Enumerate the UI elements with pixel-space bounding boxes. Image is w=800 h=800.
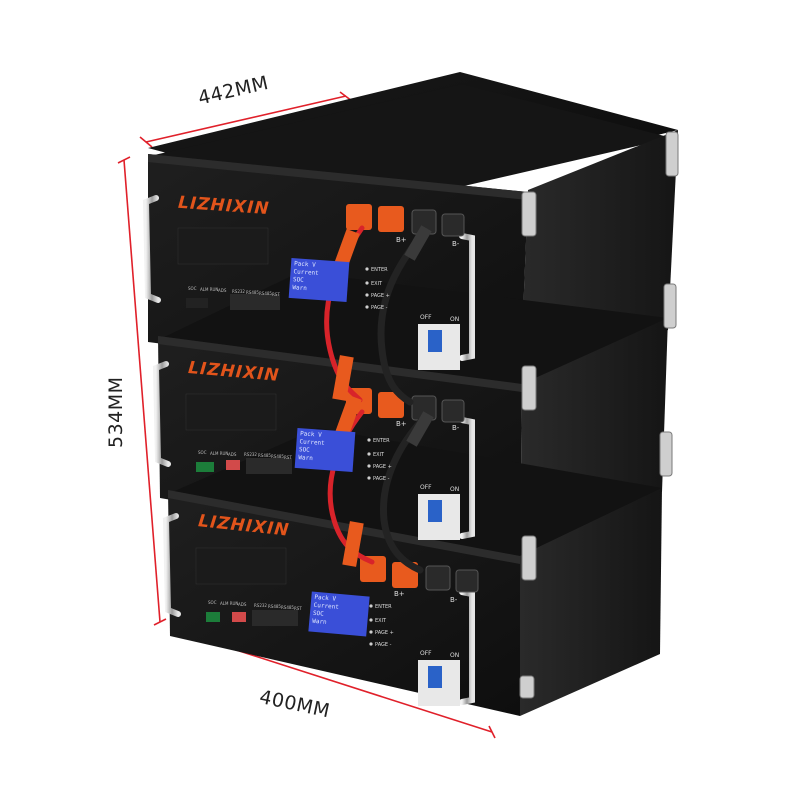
port-label: RST bbox=[294, 606, 302, 611]
side-latches bbox=[519, 131, 679, 699]
port-label: RS232 bbox=[254, 603, 267, 608]
port-label: ALM RUN bbox=[220, 601, 239, 606]
port-label: ADS bbox=[238, 602, 247, 607]
switch-off-label: OFF bbox=[420, 484, 432, 491]
height-dimension-label: 534MM bbox=[105, 376, 127, 448]
port-label: RS485 bbox=[259, 291, 272, 296]
port-label: SOC bbox=[188, 286, 197, 291]
switch-off-label: OFF bbox=[420, 314, 432, 321]
port-label: RS485 bbox=[271, 454, 284, 459]
right-handles bbox=[459, 233, 475, 705]
enter-key-label: ENTER bbox=[373, 438, 390, 444]
port-label: RS232 bbox=[232, 289, 245, 294]
switch-on-label: ON bbox=[450, 316, 460, 323]
page-up-key-label: PAGE + bbox=[373, 464, 392, 470]
switch-off-label: OFF bbox=[420, 650, 432, 657]
port-label: RS485 bbox=[268, 604, 281, 609]
port-label: SOC bbox=[198, 450, 207, 455]
switch-on-label: ON bbox=[450, 486, 460, 493]
port-label: RST bbox=[284, 455, 292, 460]
port-label: ADS bbox=[218, 288, 227, 293]
port-label: RS232 bbox=[244, 452, 257, 457]
lcd-display-bottom: Pack V Current SOC Warn bbox=[308, 591, 370, 637]
port-label: RS485 bbox=[246, 290, 259, 295]
terminal-positive-label: B+ bbox=[396, 236, 407, 244]
exit-key-label: EXIT bbox=[371, 281, 383, 287]
panel-details bbox=[177, 227, 298, 626]
breaker-switches bbox=[418, 324, 460, 706]
key-dots bbox=[365, 267, 373, 646]
left-handles bbox=[142, 195, 181, 617]
height-dimension-line bbox=[123, 159, 161, 623]
terminal-positive-label: B+ bbox=[394, 590, 405, 598]
port-label: RS485 bbox=[281, 605, 294, 610]
port-label: SOC bbox=[208, 600, 217, 605]
page-down-key-label: PAGE - bbox=[371, 305, 388, 311]
enter-key-label: ENTER bbox=[371, 267, 388, 273]
exit-key-label: EXIT bbox=[373, 452, 385, 458]
port-label: RS485 bbox=[258, 453, 271, 458]
terminal-negative-label: B- bbox=[452, 424, 460, 432]
page-up-key-label: PAGE + bbox=[375, 630, 394, 636]
page-down-key-label: PAGE - bbox=[375, 642, 392, 648]
page-down-key-label: PAGE - bbox=[373, 476, 390, 482]
lcd-display-top: Pack V Current SOC Warn bbox=[288, 258, 350, 302]
lcd-display-middle: Pack V Current SOC Warn bbox=[294, 428, 356, 472]
page-up-key-label: PAGE + bbox=[371, 293, 390, 299]
port-label: RST bbox=[272, 292, 280, 297]
enter-key-label: ENTER bbox=[375, 604, 392, 610]
switch-on-label: ON bbox=[450, 652, 460, 659]
port-label: ALM RUN bbox=[200, 287, 219, 292]
port-label: ADS bbox=[228, 452, 237, 457]
terminal-negative-label: B- bbox=[452, 240, 460, 248]
port-label: ALM RUN bbox=[210, 451, 229, 456]
terminal-positive-label: B+ bbox=[396, 420, 407, 428]
terminal-negative-label: B- bbox=[450, 596, 458, 604]
exit-key-label: EXIT bbox=[375, 618, 387, 624]
width-dimension-line bbox=[145, 95, 347, 143]
